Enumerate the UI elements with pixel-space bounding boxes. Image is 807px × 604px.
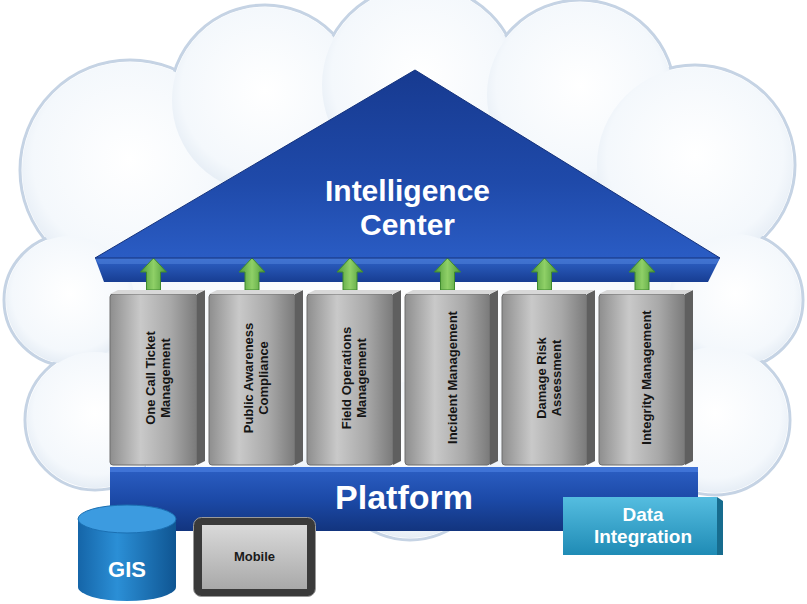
module-pillar: Incident Management — [405, 290, 498, 465]
node-label: Platform — [335, 477, 473, 517]
flow-arrow — [239, 258, 265, 290]
module-pillar: Integrity Management — [599, 290, 693, 465]
flow-arrow — [337, 258, 363, 290]
flow-arrow — [629, 258, 655, 290]
node-label: Incident Management — [444, 303, 459, 453]
flow-arrow — [532, 258, 558, 290]
roof-triangle: Intelligence Center — [95, 70, 720, 258]
mobile-tablet: Mobile — [193, 517, 316, 597]
node-shape — [78, 505, 176, 601]
node-label: Mobile — [234, 549, 275, 565]
module-pillar: Field Operations Management — [307, 290, 401, 465]
node-label: Public Awareness Compliance — [241, 303, 271, 453]
data-integration-box: Data Integration — [563, 497, 723, 555]
node-label: Integrity Management — [639, 303, 654, 453]
node-label: Damage Risk Assessment — [534, 303, 564, 453]
module-pillar: Public Awareness Compliance — [209, 290, 303, 465]
module-pillar: Damage Risk Assessment — [502, 290, 595, 465]
gis-cylinder: GIS — [78, 505, 176, 601]
node-label: GIS — [108, 557, 146, 583]
flow-arrow — [141, 258, 167, 290]
module-pillar: One Call Ticket Management — [110, 290, 205, 465]
flow-arrow — [435, 258, 461, 290]
roof-base-band — [95, 258, 720, 282]
node-label: Data Integration — [571, 504, 715, 548]
node-label: Intelligence Center — [298, 174, 518, 242]
node-label: One Call Ticket Management — [143, 303, 173, 453]
node-label: Field Operations Management — [339, 303, 369, 453]
